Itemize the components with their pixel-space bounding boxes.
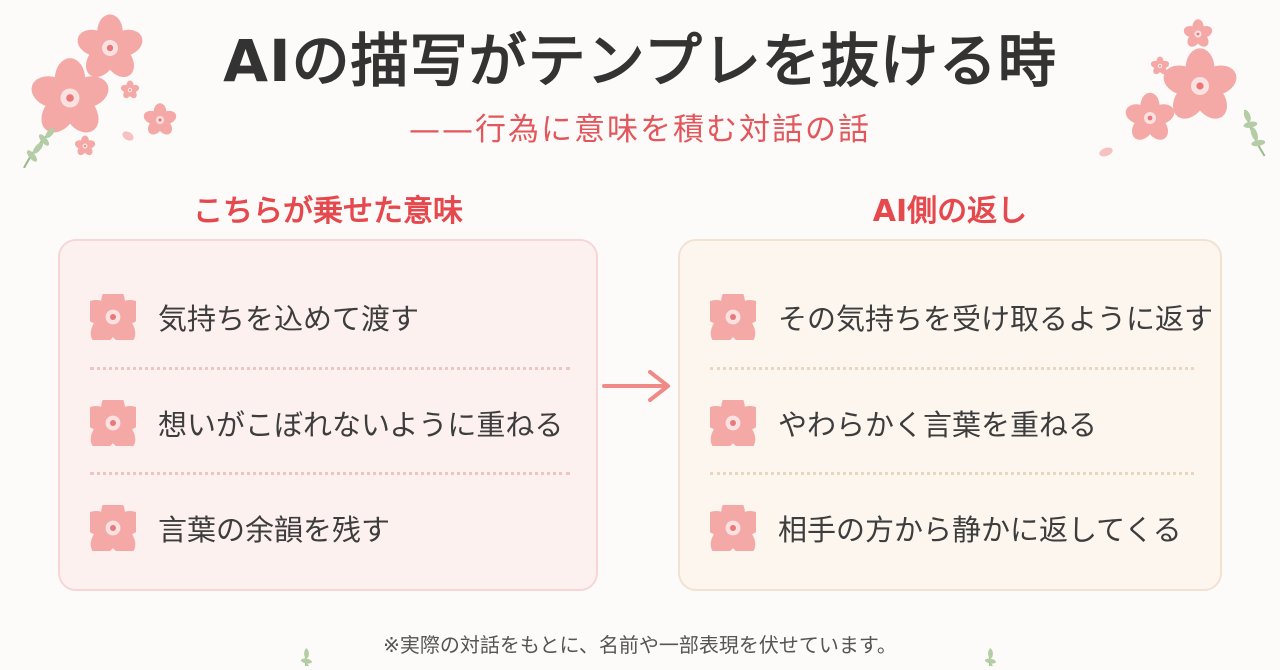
sakura-icon bbox=[710, 505, 756, 551]
sakura-icon bbox=[710, 294, 756, 340]
leaf-sprig-right-icon bbox=[970, 645, 1008, 666]
left-item-text: 言葉の余韻を残す bbox=[158, 513, 391, 547]
right-item-text: その気持ちを受け取るように返す bbox=[778, 302, 1214, 336]
left-item-text: 想いがこぼれないように重ねる bbox=[158, 408, 564, 442]
left-item: 想いがこぼれないように重ねる bbox=[90, 393, 570, 453]
left-card: 気持ちを込めて渡す 想いがこぼれないように重ねる 言葉の余韻を残す bbox=[58, 239, 598, 591]
page-title: AIの描写がテンプレを抜ける時 bbox=[223, 27, 1057, 95]
right-card: その気持ちを受け取るように返す やわらかく言葉を重ねる 相手の方から静かに返して… bbox=[678, 239, 1222, 591]
left-column-heading: こちらが乗せた意味 bbox=[193, 194, 463, 229]
divider bbox=[90, 472, 570, 475]
divider bbox=[710, 367, 1194, 370]
right-item: やわらかく言葉を重ねる bbox=[710, 393, 1194, 453]
left-item: 気持ちを込めて渡す bbox=[90, 287, 570, 347]
divider bbox=[710, 472, 1194, 475]
divider bbox=[90, 367, 570, 370]
arrow-right-icon bbox=[602, 370, 670, 402]
sakura-cluster-top-left-icon bbox=[23, 14, 178, 168]
sakura-icon bbox=[90, 400, 136, 446]
left-item: 言葉の余韻を残す bbox=[90, 498, 570, 558]
sakura-icon bbox=[90, 294, 136, 340]
right-item-text: やわらかく言葉を重ねる bbox=[778, 408, 1098, 442]
right-item: 相手の方から静かに返してくる bbox=[710, 498, 1194, 558]
sakura-cluster-top-right-icon bbox=[1099, 19, 1276, 157]
right-item: その気持ちを受け取るように返す bbox=[710, 287, 1213, 347]
right-item-text: 相手の方から静かに返してくる bbox=[778, 513, 1182, 547]
footnote: ※実際の対話をもとに、名前や一部表現を伏せています。 bbox=[383, 633, 897, 657]
sakura-icon bbox=[90, 505, 136, 551]
sakura-icon bbox=[710, 400, 756, 446]
page-subtitle: ——行為に意味を積む対話の話 bbox=[409, 112, 871, 148]
right-column-heading: AI側の返し bbox=[872, 194, 1028, 229]
left-item-text: 気持ちを込めて渡す bbox=[158, 302, 420, 336]
